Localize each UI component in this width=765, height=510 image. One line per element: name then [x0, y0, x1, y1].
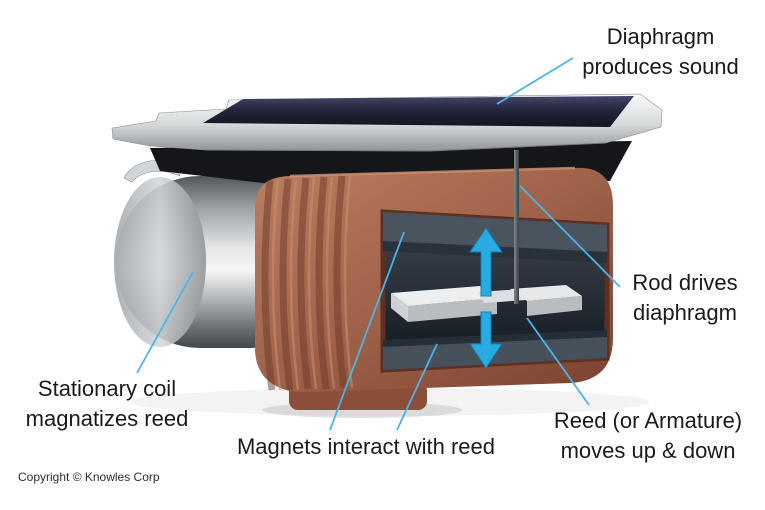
reed	[391, 285, 582, 322]
label-magnets: Magnets interact with reed	[220, 432, 512, 462]
leader-line-reed	[526, 317, 590, 406]
label-diaphragm-line-1: Diaphragm	[606, 24, 715, 49]
label-rod-line-1: Rod drives	[632, 270, 738, 295]
diaphragm-plate	[111, 93, 663, 152]
copyright-text: Copyright © Knowles Corp	[18, 470, 160, 484]
label-coil-line-2: magnatizes reed	[25, 406, 189, 431]
case-ribs	[261, 175, 354, 391]
label-rod-line-2: diaphragm	[633, 300, 737, 325]
leader-line-magnets-upper	[329, 231, 405, 431]
label-reed-line-2: moves up & down	[560, 438, 736, 463]
label-reed: Reed (or Armature) moves up & down	[534, 406, 762, 466]
rod	[514, 150, 519, 304]
label-magnets-line-1: Magnets interact with reed	[236, 434, 496, 459]
label-diaphragm-line-2: produces sound	[582, 54, 739, 79]
upper-magnet	[383, 212, 607, 252]
diaphragm-top	[203, 96, 634, 127]
label-rod: Rod drives diaphragm	[615, 268, 755, 328]
leader-lines	[136, 57, 621, 431]
label-coil-line-1: Stationary coil	[37, 376, 177, 401]
leader-line-magnets-lower	[396, 343, 438, 431]
label-reed-line-1: Reed (or Armature)	[553, 408, 743, 433]
leader-line-rod	[519, 185, 621, 288]
label-coil: Stationary coil magnatizes reed	[8, 374, 206, 434]
leader-line-diaphragm	[496, 57, 574, 105]
leader-line-coil	[136, 271, 194, 374]
label-diaphragm: Diaphragm produces sound	[568, 22, 753, 82]
up-arrow-icon	[469, 227, 503, 297]
down-arrow-icon	[469, 311, 503, 369]
